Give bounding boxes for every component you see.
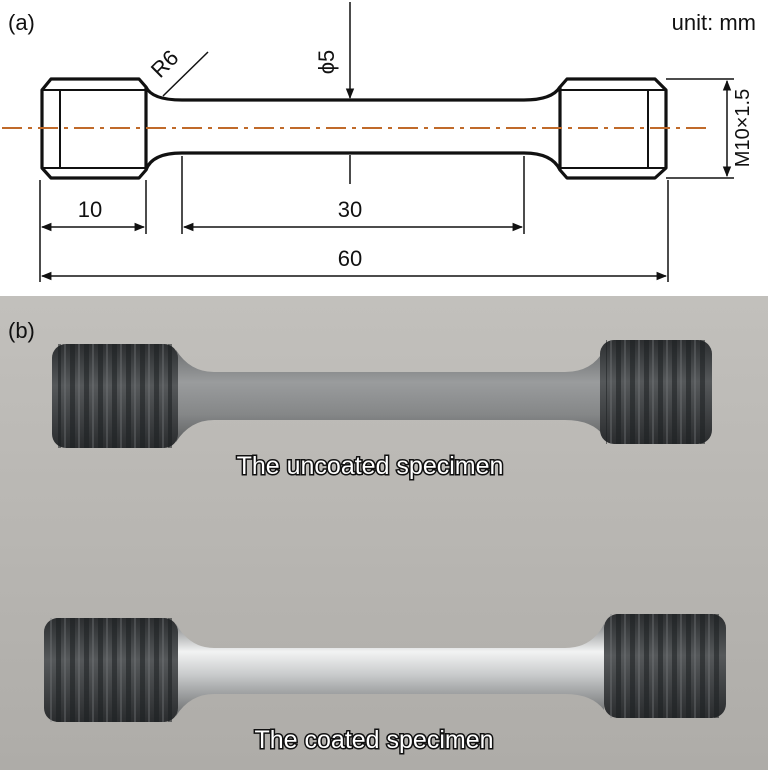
specimen-photo-panel: (b) The uncoated specimen The coated spe… bbox=[0, 296, 768, 770]
coated-caption: The coated specimen bbox=[254, 726, 493, 754]
uncoated-specimen bbox=[52, 340, 712, 448]
grip-length-label: 10 bbox=[78, 197, 102, 222]
thread-label: M10×1.5 bbox=[732, 89, 754, 167]
length-dimensions bbox=[39, 156, 669, 282]
specimen-outline bbox=[40, 77, 668, 180]
panel-a-label: (a) bbox=[8, 10, 35, 35]
thread-dimension bbox=[666, 78, 734, 179]
uncoated-caption: The uncoated specimen bbox=[237, 452, 504, 480]
coated-specimen bbox=[44, 614, 726, 722]
specimen-drawing-panel: (a) unit: mm ϕ5 R6 bbox=[0, 0, 768, 296]
panel-b-label: (b) bbox=[8, 318, 35, 343]
diameter-label: ϕ5 bbox=[314, 50, 339, 75]
gauge-length-label: 30 bbox=[338, 197, 362, 222]
radius-label: R6 bbox=[146, 45, 184, 83]
radius-leader bbox=[162, 51, 209, 97]
total-length-label: 60 bbox=[338, 246, 362, 271]
unit-label: unit: mm bbox=[672, 10, 756, 35]
